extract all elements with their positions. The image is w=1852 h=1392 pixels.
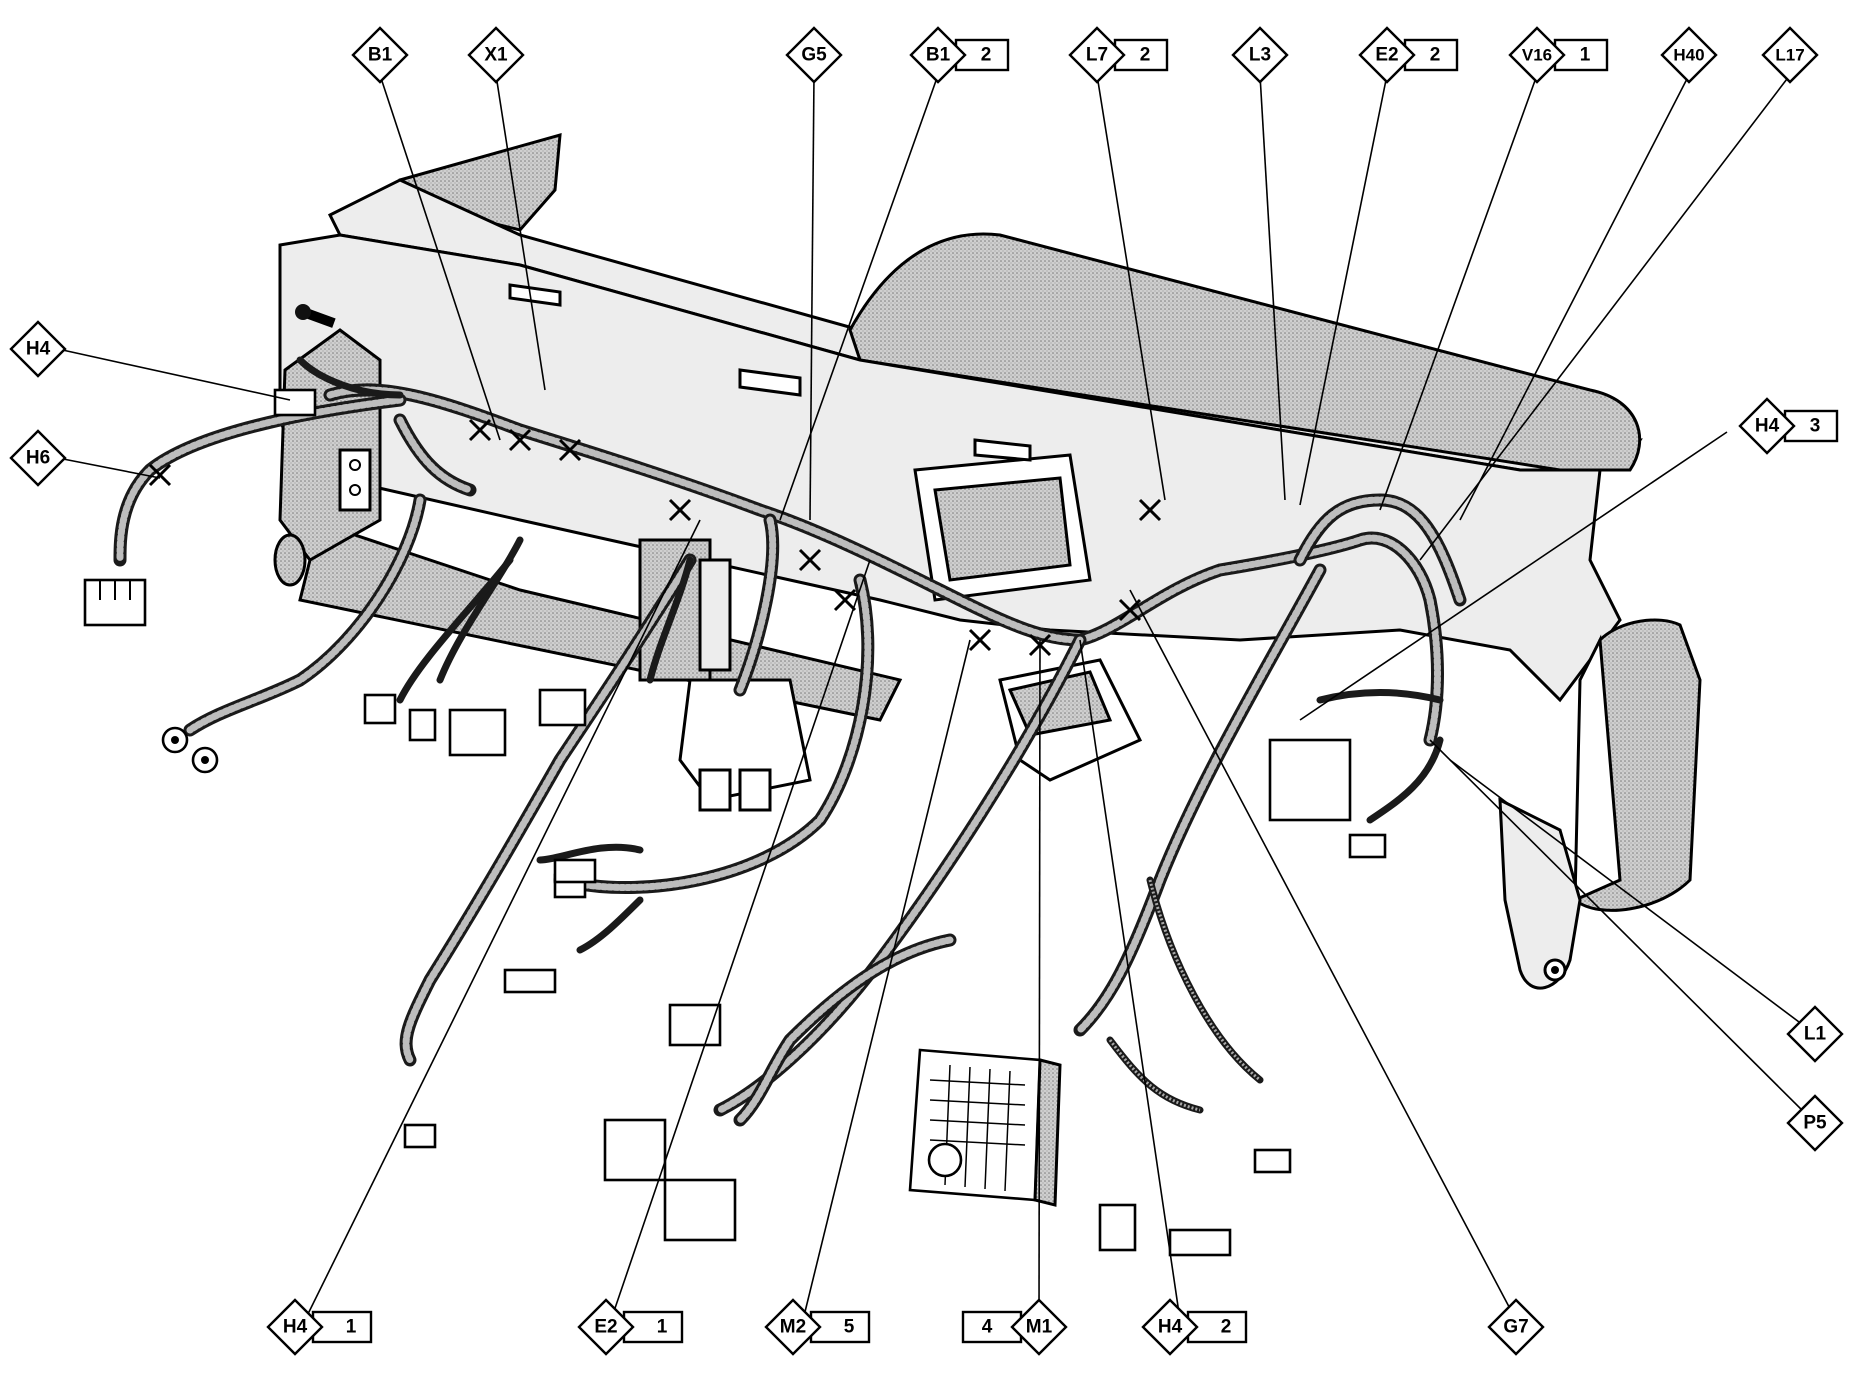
callout-code: V16 bbox=[1522, 46, 1552, 65]
callout-v16-1: V16 1 bbox=[1508, 26, 1609, 84]
callout-code: P5 bbox=[1803, 1113, 1827, 1134]
callout-m2-5: M2 5 bbox=[764, 1298, 871, 1356]
callout-p5: P5 bbox=[1786, 1094, 1844, 1152]
callouts: B1 X1 G5 B1 2 L7 2 L3 bbox=[9, 26, 1844, 1356]
callout-e2-2: E2 2 bbox=[1358, 26, 1459, 84]
callout-code: M2 bbox=[780, 1317, 806, 1338]
callout-code: H4 bbox=[283, 1317, 308, 1338]
callout-h40: H40 bbox=[1660, 26, 1718, 84]
callout-code: L1 bbox=[1804, 1024, 1827, 1045]
callout-number: 2 bbox=[1221, 1317, 1232, 1338]
callout-number: 3 bbox=[1810, 416, 1821, 437]
callout-code: H6 bbox=[26, 448, 50, 469]
callout-h4-2: H4 2 bbox=[1141, 1298, 1248, 1356]
callout-l7-2: L7 2 bbox=[1068, 26, 1169, 84]
control-unit-m1 bbox=[908, 1048, 1062, 1207]
callout-number: 1 bbox=[1580, 45, 1591, 66]
callout-h4-left: H4 bbox=[9, 320, 67, 378]
callout-code: H4 bbox=[1755, 416, 1780, 437]
callout-code: E2 bbox=[1375, 45, 1398, 66]
callout-h6-left: H6 bbox=[9, 429, 67, 487]
callout-number: 5 bbox=[844, 1317, 855, 1338]
callout-l17: L17 bbox=[1761, 26, 1819, 84]
callout-g5: G5 bbox=[785, 26, 843, 84]
callout-number: 2 bbox=[1140, 45, 1151, 66]
callout-code: L7 bbox=[1086, 45, 1108, 66]
callout-x1: X1 bbox=[467, 26, 525, 84]
callout-code: B1 bbox=[368, 45, 393, 66]
callout-number: 2 bbox=[1430, 45, 1441, 66]
screw-icon bbox=[295, 304, 336, 328]
callout-code: L17 bbox=[1775, 46, 1804, 65]
callout-number: 1 bbox=[657, 1317, 668, 1338]
callout-code: H4 bbox=[1158, 1317, 1183, 1338]
callout-number: 4 bbox=[982, 1317, 993, 1338]
callout-code: H4 bbox=[26, 339, 51, 360]
leader-lines bbox=[57, 74, 1816, 1321]
callout-code: B1 bbox=[926, 45, 951, 66]
callout-code: E2 bbox=[594, 1317, 617, 1338]
wiring-harness bbox=[113, 356, 1467, 1127]
callout-code: M1 bbox=[1026, 1317, 1053, 1338]
callout-b1-2: B1 2 bbox=[909, 26, 1010, 84]
callout-l1: L1 bbox=[1786, 1005, 1844, 1063]
callout-g7: G7 bbox=[1487, 1298, 1545, 1356]
callout-m1-4: M1 4 bbox=[961, 1298, 1068, 1356]
dashboard-body bbox=[273, 132, 1702, 990]
callout-b1: B1 bbox=[351, 26, 409, 84]
callout-h4-3: H4 3 bbox=[1738, 397, 1839, 455]
callout-l3: L3 bbox=[1231, 26, 1289, 84]
callout-h4-1: H4 1 bbox=[266, 1298, 373, 1356]
callout-code: H40 bbox=[1673, 46, 1704, 65]
callout-code: X1 bbox=[484, 45, 508, 66]
callout-e2-1: E2 1 bbox=[577, 1298, 684, 1356]
connectors bbox=[83, 388, 1387, 1257]
callout-code: G7 bbox=[1503, 1317, 1528, 1338]
callout-code: L3 bbox=[1249, 45, 1271, 66]
callout-number: 2 bbox=[981, 45, 992, 66]
callout-code: G5 bbox=[801, 45, 827, 66]
callout-number: 1 bbox=[346, 1317, 357, 1338]
